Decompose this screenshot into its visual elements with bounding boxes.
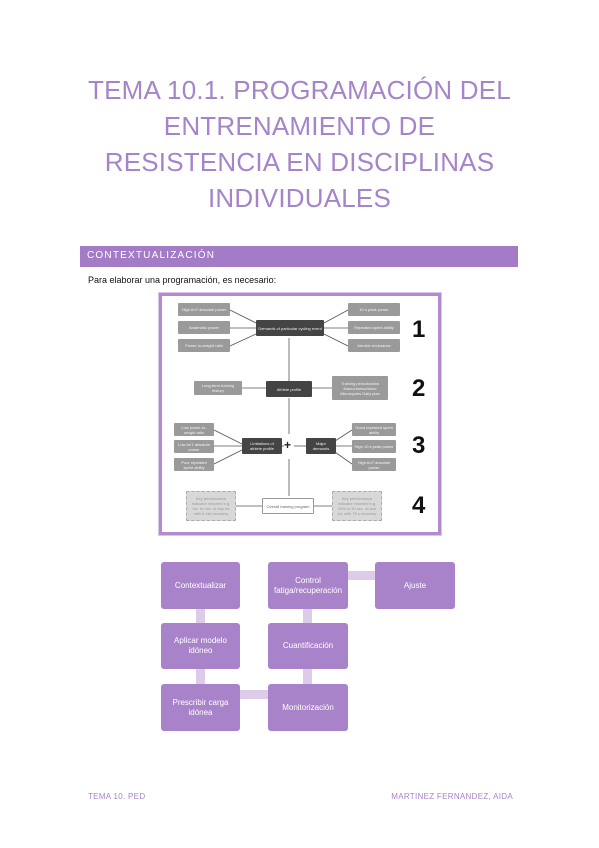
node-aplicar-modelo: Aplicar modelo idóneo	[161, 623, 240, 669]
node-prescribir-carga: Prescribir carga idónea	[161, 684, 240, 731]
row1-center: Demands of particular cycling event	[256, 320, 324, 336]
step-number-2: 2	[412, 375, 426, 402]
row3-left-2: Low AnT absolute power	[174, 440, 214, 453]
row3-left-3: Poor repeated sprint ability	[174, 458, 214, 471]
row4-center: Overall training program	[262, 498, 314, 514]
page-title: TEMA 10.1. PROGRAMACIÓN DEL ENTRENAMIENT…	[40, 72, 559, 216]
row1-right-1: 10 s peak power	[348, 303, 400, 316]
title-line-1: TEMA 10.1. PROGRAMACIÓN DEL	[88, 75, 511, 105]
figure-arrows	[213, 309, 353, 507]
row3-center-left: Limitations of athlete profile	[242, 438, 282, 454]
row2-center: Athlete profile	[266, 381, 312, 397]
row3-center-right: Major demands	[306, 438, 336, 454]
intro-text: Para elaborar una programación, es neces…	[88, 275, 277, 285]
row2-left: Long-term training history	[194, 381, 242, 395]
row4-left: Key performance indicator reached e.g. I…	[186, 491, 236, 521]
node-control-fatiga: Control fatiga/recuperación	[268, 562, 348, 609]
node-monitorizacion: Monitorización	[268, 684, 348, 731]
node-contextualizar: Contextualizar	[161, 562, 240, 609]
row1-left-2: Anaerobic power	[178, 321, 230, 334]
row4-right: Key performance indicator reached e.g. 1…	[332, 491, 382, 521]
footer-right: MARTINEZ FERNANDEZ, AIDA	[391, 792, 513, 801]
row3-right-3: High AnT absolute power	[352, 458, 396, 471]
step-number-1: 1	[412, 316, 426, 343]
row3-right-2: High 10 s peak power	[352, 440, 396, 453]
title-line-4: INDIVIDUALES	[207, 183, 391, 213]
row1-right-2: Repeated sprint ability	[348, 321, 400, 334]
footer-left: TEMA 10. PED	[88, 792, 146, 801]
row3-left-1: Low power-to-weight ratio	[174, 423, 214, 436]
row1-right-3: Aerobic endurance	[348, 339, 400, 352]
node-cuantificacion: Cuantificación	[268, 623, 348, 669]
training-figure: High AnT absolute power Anaerobic power …	[159, 293, 441, 535]
row1-left-1: High AnT absolute power	[178, 303, 230, 316]
row1-left-3: Power-to-weight ratio	[178, 339, 230, 352]
title-line-2: ENTRENAMIENTO DE	[163, 111, 436, 141]
row3-right-1: Good repeated sprint ability	[352, 423, 396, 436]
section-header-label: CONTEXTUALIZACIÓN	[87, 250, 216, 261]
row2-right: Training periodization Macro/meso/micro …	[332, 376, 388, 400]
row3-plus: +	[284, 438, 292, 452]
step-number-3: 3	[412, 432, 426, 459]
section-header-bar: CONTEXTUALIZACIÓN	[80, 246, 518, 267]
title-line-3: RESISTENCIA EN DISCIPLINAS	[104, 147, 495, 177]
node-ajuste: Ajuste	[375, 562, 455, 609]
step-number-4: 4	[412, 492, 426, 519]
